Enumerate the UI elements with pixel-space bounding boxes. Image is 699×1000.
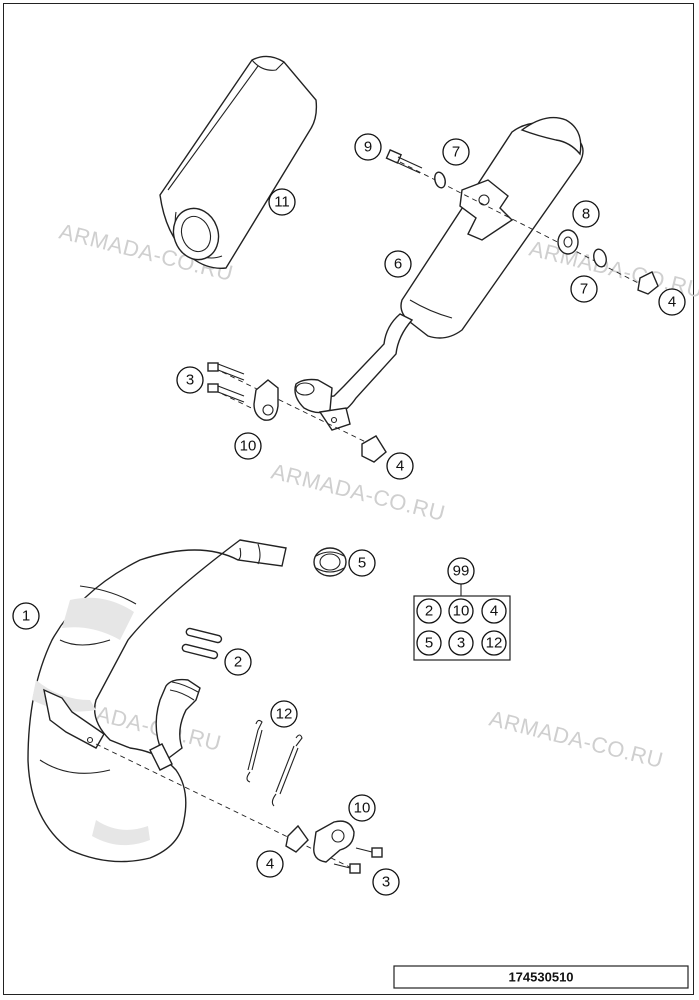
svg-text:4: 4 — [396, 458, 404, 475]
svg-text:3: 3 — [457, 635, 465, 652]
svg-text:2: 2 — [234, 654, 242, 671]
svg-text:7: 7 — [580, 281, 588, 298]
watermark: ARMADA-CO.RU — [269, 459, 448, 526]
kit-99: 99 2 10 4 5 3 12 — [413, 557, 511, 661]
exhaust-seal — [313, 547, 347, 577]
svg-text:6: 6 — [394, 256, 402, 273]
page-frame — [3, 3, 694, 995]
svg-text:5: 5 — [425, 635, 433, 652]
watermark: ARMADA-CO.RU — [487, 706, 666, 773]
svg-text:7: 7 — [452, 144, 460, 161]
svg-text:3: 3 — [382, 874, 390, 891]
svg-text:174530510: 174530510 — [508, 970, 573, 985]
svg-text:4: 4 — [490, 603, 498, 620]
kit-item[interactable]: 4 — [481, 598, 507, 624]
springs — [246, 719, 303, 807]
protection-sleeve — [159, 55, 318, 269]
callout-11[interactable]: 11 — [268, 188, 296, 216]
kit-item[interactable]: 3 — [448, 630, 474, 656]
callout-4[interactable]: 4 — [256, 850, 284, 878]
silencer — [294, 116, 584, 431]
callout-3[interactable]: 3 — [176, 366, 204, 394]
svg-text:99: 99 — [453, 563, 470, 580]
o-rings — [181, 627, 223, 660]
svg-text:5: 5 — [358, 555, 366, 572]
callout-2[interactable]: 2 — [224, 648, 252, 676]
upper-fasteners — [385, 148, 659, 295]
svg-text:10: 10 — [354, 800, 371, 817]
svg-text:1: 1 — [22, 608, 30, 625]
svg-text:8: 8 — [582, 206, 590, 223]
callout-7[interactable]: 7 — [442, 138, 470, 166]
svg-text:3: 3 — [186, 372, 194, 389]
document-number: 174530510 — [393, 965, 689, 989]
kit-callout[interactable]: 99 — [447, 557, 475, 585]
svg-text:9: 9 — [364, 139, 372, 156]
svg-text:2: 2 — [425, 603, 433, 620]
exhaust-manifold — [27, 539, 287, 863]
callout-3[interactable]: 3 — [372, 868, 400, 896]
callout-8[interactable]: 8 — [572, 200, 600, 228]
callout-6[interactable]: 6 — [384, 250, 412, 278]
svg-text:12: 12 — [486, 635, 503, 652]
svg-text:4: 4 — [266, 856, 274, 873]
kit-item[interactable]: 12 — [481, 630, 507, 656]
callout-4[interactable]: 4 — [658, 288, 686, 316]
svg-text:10: 10 — [240, 438, 257, 455]
callout-1[interactable]: 1 — [12, 602, 40, 630]
svg-text:4: 4 — [668, 294, 676, 311]
svg-text:11: 11 — [274, 194, 290, 211]
lower-fasteners — [95, 743, 383, 874]
svg-text:10: 10 — [453, 603, 470, 620]
callout-10[interactable]: 10 — [234, 432, 262, 460]
callout-12[interactable]: 12 — [270, 700, 298, 728]
middle-fasteners — [207, 362, 387, 463]
kit-item[interactable]: 2 — [416, 598, 442, 624]
callout-7[interactable]: 7 — [570, 275, 598, 303]
callout-5[interactable]: 5 — [348, 549, 376, 577]
callout-4[interactable]: 4 — [386, 452, 414, 480]
kit-item[interactable]: 10 — [448, 598, 474, 624]
svg-text:12: 12 — [276, 706, 293, 723]
kit-item[interactable]: 5 — [416, 630, 442, 656]
callout-10[interactable]: 10 — [348, 794, 376, 822]
callout-9[interactable]: 9 — [354, 133, 382, 161]
